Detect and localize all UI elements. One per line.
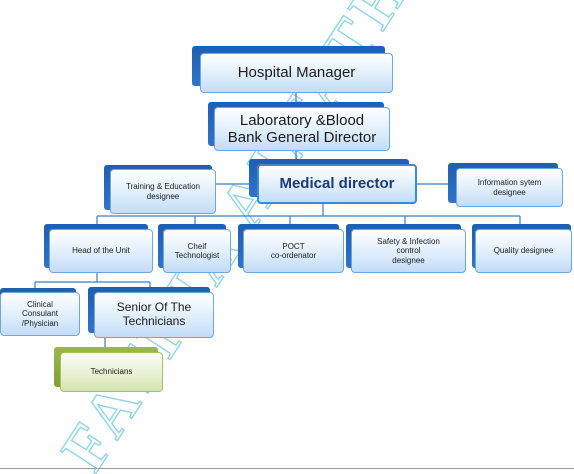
chief-technologist-box: Cheif Technologist <box>163 229 231 273</box>
clinical-label-line2: Consulant <box>21 309 59 319</box>
head-unit-label: Head of the Unit <box>72 246 130 256</box>
technicians-box: Technicians <box>60 352 163 392</box>
clinical-label-line1: Clinical <box>27 300 53 310</box>
poct-label-line2: co-ordenator <box>270 251 317 260</box>
lab-director-label-line1: Laboratory &Blood <box>239 111 365 129</box>
clinical-consultant-box: Clinical Consulant /Physician <box>0 292 80 336</box>
quality-label: Quality designee <box>493 246 554 256</box>
safety-label-line3: designee <box>392 255 425 265</box>
senior-label-line1: Senior Of The <box>116 300 192 315</box>
lab-director-label-line2: Bank General Director <box>227 129 377 146</box>
safety-infection-box: Safety & Infection control designee <box>351 229 466 273</box>
senior-technicians-box: Senior Of The Technicians <box>94 292 214 338</box>
hospital-manager-box: Hospital Manager <box>200 53 393 93</box>
information-designee-box: Information sytem designee <box>456 168 563 207</box>
poct-label-line1: POCT <box>282 241 305 251</box>
training-designee-box: Training & Education designee <box>110 169 216 214</box>
chief-tech-label-line2: Technologist <box>174 251 220 260</box>
head-of-unit-box: Head of the Unit <box>49 229 153 273</box>
training-label-line1: Training & Education <box>126 182 200 192</box>
senior-label-line2: Technicians <box>122 314 186 328</box>
medical-director-box: Medical director <box>257 164 417 204</box>
technicians-label: Technicians <box>90 367 133 377</box>
training-label-line2: designee <box>146 191 180 201</box>
safety-label-line2: control <box>396 246 421 256</box>
bottom-divider <box>0 468 574 469</box>
quality-designee-box: Quality designee <box>475 229 572 273</box>
information-label-line1: Information sytem <box>477 178 542 188</box>
hospital-manager-label: Hospital Manager <box>237 64 356 82</box>
information-label-line2: designee <box>493 187 526 197</box>
medical-director-label: Medical director <box>279 175 395 193</box>
poct-coordinator-box: POCT co-ordenator <box>243 229 344 273</box>
clinical-label-line3: /Physician <box>21 318 59 328</box>
safety-label-line1: Safety & Infection <box>377 237 440 247</box>
lab-director-box: Laboratory &Blood Bank General Director <box>214 107 390 151</box>
chief-tech-label-line1: Cheif <box>187 241 207 251</box>
